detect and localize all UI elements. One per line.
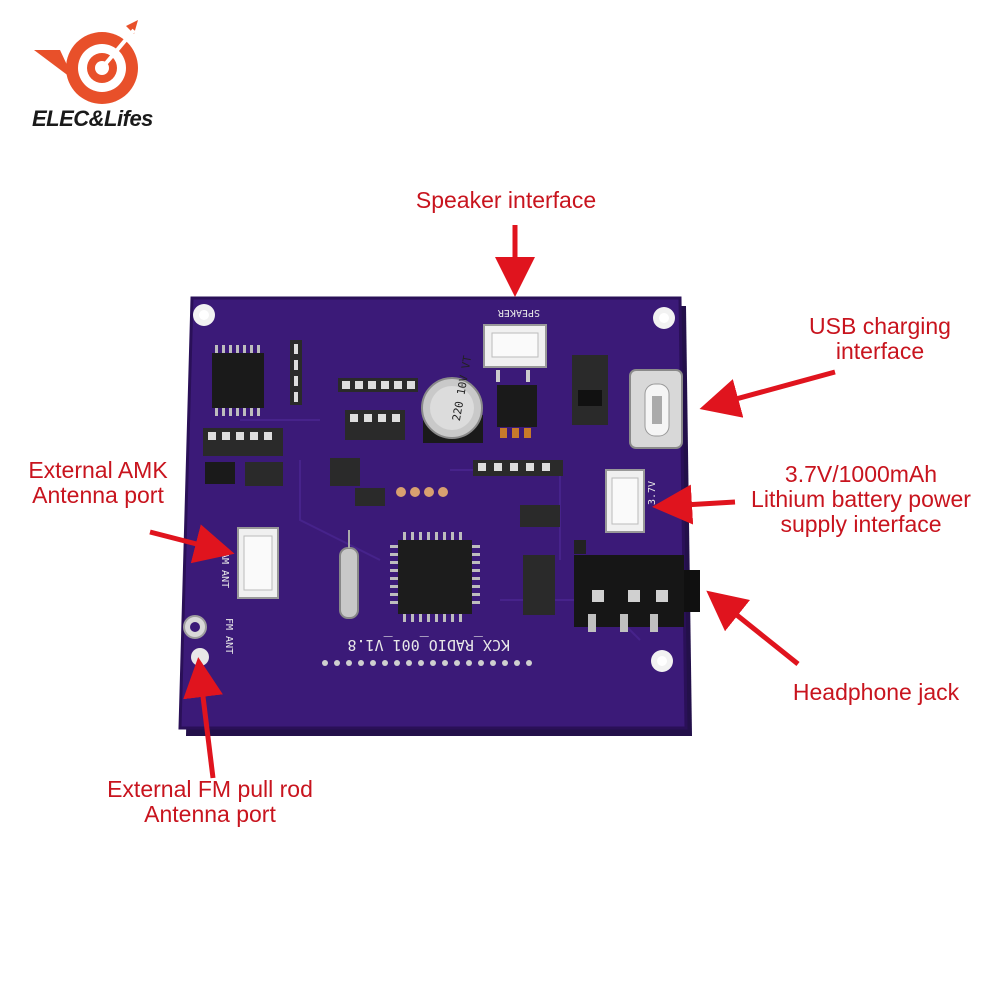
label-speaker-interface: Speaker interface: [415, 187, 597, 213]
arrow-headphone: [706, 590, 800, 666]
speaker-connector: SPEAKER: [483, 307, 547, 382]
label-amk-antenna: External AMK Antenna port: [8, 458, 188, 508]
audio-ic: [212, 345, 264, 416]
fm-silkscreen: FM ANT: [223, 618, 234, 654]
label-fm-line1: External FM pull rod: [107, 776, 313, 802]
smd-components: [203, 340, 608, 615]
am-antenna-connector: AM ANT: [219, 527, 279, 599]
crystal-oscillator: [339, 530, 359, 619]
label-amk-line2: Antenna port: [32, 482, 164, 508]
label-fm-line2: Antenna port: [144, 801, 276, 827]
label-battery-line3: supply interface: [780, 511, 942, 537]
pcb-surface: [180, 298, 686, 728]
main-chip: [390, 532, 480, 622]
usb-c-connector: [629, 369, 683, 449]
label-usb-charging: USB charging interface: [790, 314, 970, 364]
label-battery-interface: 3.7V/1000mAh Lithium battery power suppl…: [732, 462, 990, 537]
board-id-silkscreen: KCX_RADIO_001_V1.8: [347, 636, 510, 654]
headphone-jack: [574, 540, 700, 632]
arrow-battery: [652, 484, 736, 525]
arrow-usb: [699, 369, 836, 418]
speaker-silkscreen: SPEAKER: [497, 307, 540, 318]
label-usb-line1: USB charging: [809, 313, 951, 339]
label-headphone-jack: Headphone jack: [792, 679, 960, 705]
am-silkscreen: AM ANT: [219, 552, 230, 588]
battery-connector: 3.7V: [605, 469, 658, 533]
edge-pads: [322, 660, 532, 666]
label-battery-line2: Lithium battery power: [751, 486, 971, 512]
mounting-holes: [191, 304, 675, 672]
arrow-amk: [149, 524, 235, 564]
pin-pads: [396, 487, 448, 497]
brand-name: ELEC&Lifes: [32, 106, 153, 131]
amp-ic: [497, 385, 537, 438]
label-amk-line1: External AMK: [28, 457, 168, 483]
brand-logo: [30, 20, 150, 110]
label-battery-line1: 3.7V/1000mAh: [784, 461, 938, 487]
logo-target-icon: [34, 20, 138, 104]
electrolytic-capacitor: 220 10V VT: [421, 354, 483, 443]
label-fm-antenna: External FM pull rod Antenna port: [82, 777, 338, 827]
arrow-fm: [183, 657, 223, 779]
label-usb-line2: interface: [835, 338, 925, 364]
